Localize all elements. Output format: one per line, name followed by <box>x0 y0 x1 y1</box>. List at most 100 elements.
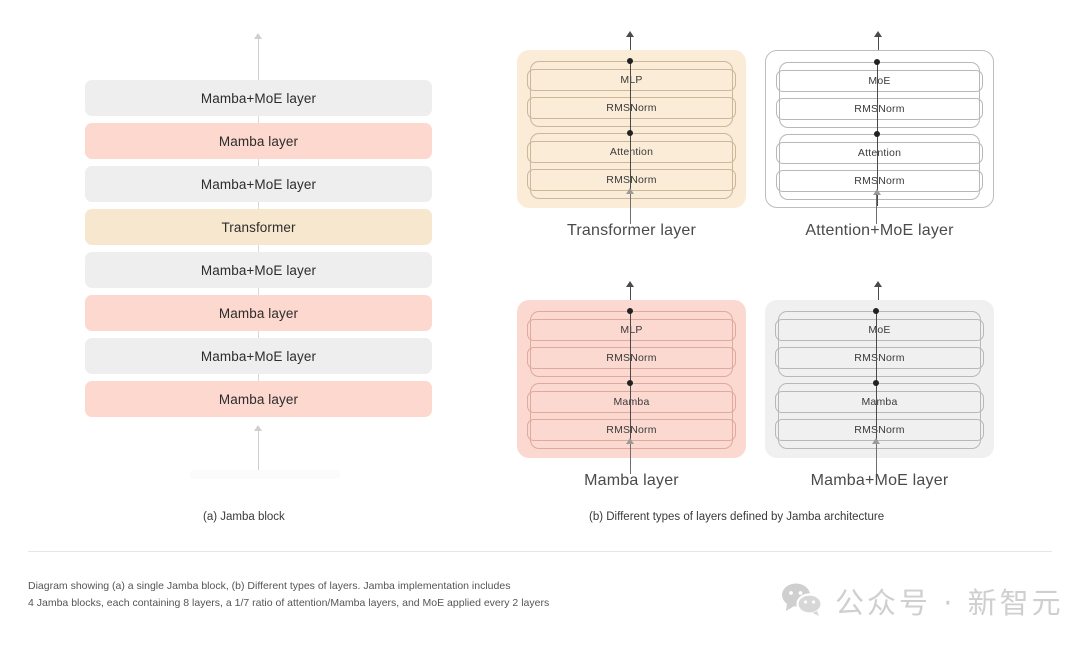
stack-block-4[interactable]: Mamba+MoE layer <box>85 252 432 288</box>
stack-input-ghost-bar <box>190 470 340 479</box>
residual-block-lower <box>778 383 981 449</box>
cell-label: RMSNorm <box>606 102 657 114</box>
cell-rmsnorm-upper[interactable]: RMSNorm <box>527 347 736 369</box>
cell-label: Mamba <box>861 396 898 408</box>
panel-label-transformer: Transformer layer <box>566 222 697 239</box>
panel-output-arrowhead <box>874 31 882 37</box>
footnote-line-2: 4 Jamba blocks, each containing 8 layers… <box>28 597 550 609</box>
cell-label: MoE <box>868 324 891 336</box>
panel-label-mamba-moe: Mamba+MoE layer <box>810 472 949 489</box>
panel-mamba-moe-layer[interactable]: MoE RMSNorm Mamba RMSNorm Mamba+MoE laye… <box>765 281 994 505</box>
stack-block-label: Mamba layer <box>218 305 299 321</box>
spine-lower <box>629 383 631 455</box>
cell-label: RMSNorm <box>606 424 657 436</box>
stack-input-arrowhead <box>254 425 262 431</box>
spine-lower <box>876 134 878 206</box>
spine-upper <box>875 311 877 383</box>
stack-block-3[interactable]: Transformer <box>85 209 432 245</box>
cell-moe[interactable]: MoE <box>775 319 984 341</box>
stack-block-6[interactable]: Mamba+MoE layer <box>85 338 432 374</box>
stack-block-label: Mamba+MoE layer <box>200 176 317 192</box>
stack-input-arrow-line <box>258 430 259 472</box>
panel-output-arrowhead <box>626 31 634 37</box>
panel-input-arrowhead <box>873 189 881 195</box>
cell-mlp[interactable]: MLP <box>527 69 736 91</box>
spine-upper <box>629 61 631 133</box>
residual-junction-dot-lower <box>873 380 879 386</box>
cell-attention[interactable]: Attention <box>776 142 983 164</box>
cell-label: RMSNorm <box>854 103 905 115</box>
cell-label: Attention <box>857 147 902 159</box>
panel-input-arrowhead <box>626 188 634 194</box>
panel-body: MLP RMSNorm Attention RMSNorm <box>517 50 746 208</box>
residual-junction-dot-lower <box>874 131 880 137</box>
stack-block-label: Transformer <box>221 219 296 235</box>
spine-upper <box>629 311 631 383</box>
cell-rmsnorm-upper[interactable]: RMSNorm <box>527 97 736 119</box>
cell-label: RMSNorm <box>854 175 905 187</box>
residual-junction-dot-upper <box>627 58 633 64</box>
panel-output-arrowhead <box>874 281 882 287</box>
cell-label: Attention <box>609 146 654 158</box>
cell-mamba[interactable]: Mamba <box>775 391 984 413</box>
cell-label: RMSNorm <box>854 352 905 364</box>
residual-junction-dot-upper <box>874 59 880 65</box>
cell-moe[interactable]: MoE <box>776 70 983 92</box>
caption-layer-types: (b) Different types of layers defined by… <box>589 511 885 523</box>
wechat-icon <box>780 582 824 621</box>
stack-block-7[interactable]: Mamba layer <box>85 381 432 417</box>
cell-mamba[interactable]: Mamba <box>527 391 736 413</box>
cell-mlp[interactable]: MLP <box>527 319 736 341</box>
cell-label: MLP <box>620 74 643 86</box>
stack-connector-0 <box>258 116 259 123</box>
stack-block-label: Mamba layer <box>218 391 299 407</box>
residual-junction-dot-upper <box>873 308 879 314</box>
watermark: 公众号 · 新智元 <box>780 580 1064 622</box>
stack-connector-5 <box>258 331 259 338</box>
cell-attention[interactable]: Attention <box>527 141 736 163</box>
cell-rmsnorm-upper[interactable]: RMSNorm <box>776 98 983 120</box>
jamba-block-stack: Mamba+MoE layer Mamba layer Mamba+MoE la… <box>85 80 432 424</box>
panel-label-attention-moe: Attention+MoE layer <box>805 222 954 239</box>
cell-label: RMSNorm <box>606 352 657 364</box>
cell-label: RMSNorm <box>606 174 657 186</box>
cell-label: RMSNorm <box>854 424 905 436</box>
stack-connector-3 <box>258 245 259 252</box>
panel-transformer-layer[interactable]: MLP RMSNorm Attention RMSNorm Transforme… <box>517 31 746 255</box>
stack-output-arrow-line <box>258 38 259 80</box>
cell-label: MoE <box>868 75 891 87</box>
panel-attention-moe-layer[interactable]: MoE RMSNorm Attention RMSNorm Attention+… <box>765 31 994 255</box>
residual-junction-dot-lower <box>627 380 633 386</box>
cell-rmsnorm-upper[interactable]: RMSNorm <box>775 347 984 369</box>
stack-connector-6 <box>258 374 259 381</box>
residual-junction-dot-lower <box>627 130 633 136</box>
panel-input-spine <box>875 194 877 224</box>
stack-block-0[interactable]: Mamba+MoE layer <box>85 80 432 116</box>
residual-block-upper <box>778 311 981 377</box>
stack-block-5[interactable]: Mamba layer <box>85 295 432 331</box>
stack-connector-4 <box>258 288 259 295</box>
stack-block-1[interactable]: Mamba layer <box>85 123 432 159</box>
spine-lower <box>629 133 631 205</box>
stack-block-label: Mamba layer <box>218 133 299 149</box>
footer-divider <box>28 551 1052 552</box>
panel-body: MLP RMSNorm Mamba RMSNorm <box>517 300 746 458</box>
stack-connector-1 <box>258 159 259 166</box>
footnote-line-1: Diagram showing (a) a single Jamba block… <box>28 580 511 592</box>
stack-connector-2 <box>258 202 259 209</box>
stack-block-label: Mamba+MoE layer <box>200 262 317 278</box>
panel-label-mamba: Mamba layer <box>584 472 679 489</box>
residual-junction-dot-upper <box>627 308 633 314</box>
cell-label: Mamba <box>613 396 650 408</box>
spine-upper <box>876 62 878 134</box>
stack-block-2[interactable]: Mamba+MoE layer <box>85 166 432 202</box>
panel-input-spine <box>629 194 631 224</box>
panel-mamba-layer[interactable]: MLP RMSNorm Mamba RMSNorm Mamba layer <box>517 281 746 505</box>
panel-input-arrowhead <box>626 438 634 444</box>
panel-body: MoE RMSNorm Attention RMSNorm <box>765 50 994 208</box>
panel-input-spine <box>875 444 877 474</box>
watermark-text: 公众号 · 新智元 <box>835 586 1064 620</box>
panel-input-arrowhead <box>872 438 880 444</box>
spine-lower <box>875 383 877 455</box>
